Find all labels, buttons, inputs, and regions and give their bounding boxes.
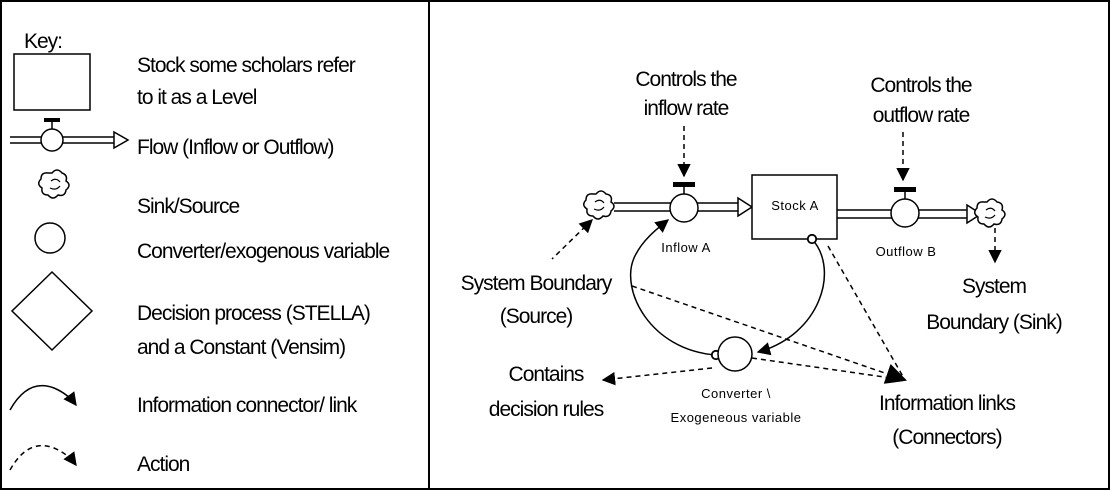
outflow-label: Outflow B xyxy=(876,244,937,259)
decision-diamond-icon xyxy=(10,270,94,352)
converter-label-line1: Converter \ xyxy=(701,386,771,401)
key-flow-label: Flow (Inflow or Outflow) xyxy=(137,136,334,159)
action-dashed-arrow-icon xyxy=(9,444,77,471)
key-title: Key: xyxy=(24,30,62,53)
source-boundary-line2: (Source) xyxy=(500,305,573,328)
sink-source-icon xyxy=(38,169,70,199)
source-boundary-line1: System Boundary xyxy=(461,272,613,295)
key-sink-source-label: Sink/Source xyxy=(137,195,240,218)
info-links-line2: (Connectors) xyxy=(892,426,1001,449)
source-boundary-arrow xyxy=(551,219,593,260)
sink-cloud-icon xyxy=(974,198,1006,228)
key-info-connector-label: Information connector/ link xyxy=(137,394,358,417)
info-link-arrow-from-converter xyxy=(751,357,906,381)
decision-rules-line2: decision rules xyxy=(489,398,604,421)
converter-label-line2: Exogeneous variable xyxy=(671,410,802,425)
decision-rules-line1: Contains xyxy=(509,363,584,386)
inflow-control-line2: inflow rate xyxy=(644,97,729,120)
key-action-label: Action xyxy=(137,453,190,476)
converter-circle xyxy=(717,336,753,372)
key-stock-line1: Stock some scholars refer xyxy=(137,54,356,77)
key-decision-line1: Decision process (STELLA) xyxy=(137,302,370,325)
converter-to-decision-arrow xyxy=(601,367,713,386)
key-decision-line2: and a Constant (Vensim) xyxy=(137,336,345,359)
diagram-panel xyxy=(428,0,1110,490)
stock-a-box xyxy=(751,174,838,240)
sink-boundary-line1: System xyxy=(962,275,1027,298)
converter-to-inflow-connector xyxy=(629,219,722,361)
outflow-control-line1: Controls the xyxy=(870,74,972,97)
info-link-arrow-from-stock xyxy=(827,245,906,381)
info-links-line1: Information links xyxy=(879,392,1015,415)
stock-to-converter-connector xyxy=(756,233,826,356)
info-link-arrow-from-source xyxy=(631,285,907,384)
key-converter-label: Converter/exogenous variable xyxy=(137,240,389,263)
outflow-valve-icon xyxy=(890,187,920,228)
key-stock-line2: to it as a Level xyxy=(137,86,257,109)
information-connector-icon xyxy=(9,384,77,411)
inflow-label: Inflow A xyxy=(661,240,711,255)
stock-a-label: Stock A xyxy=(771,198,819,213)
inflow-control-line1: Controls the xyxy=(635,68,737,91)
inflow-valve-icon xyxy=(669,182,699,223)
source-cloud-icon xyxy=(583,190,615,220)
sink-boundary-line2: Boundary (Sink) xyxy=(926,311,1062,334)
outflow-control-line2: outflow rate xyxy=(873,104,970,127)
flow-icon xyxy=(10,118,130,152)
stock-icon xyxy=(13,53,91,111)
converter-icon xyxy=(34,222,66,254)
